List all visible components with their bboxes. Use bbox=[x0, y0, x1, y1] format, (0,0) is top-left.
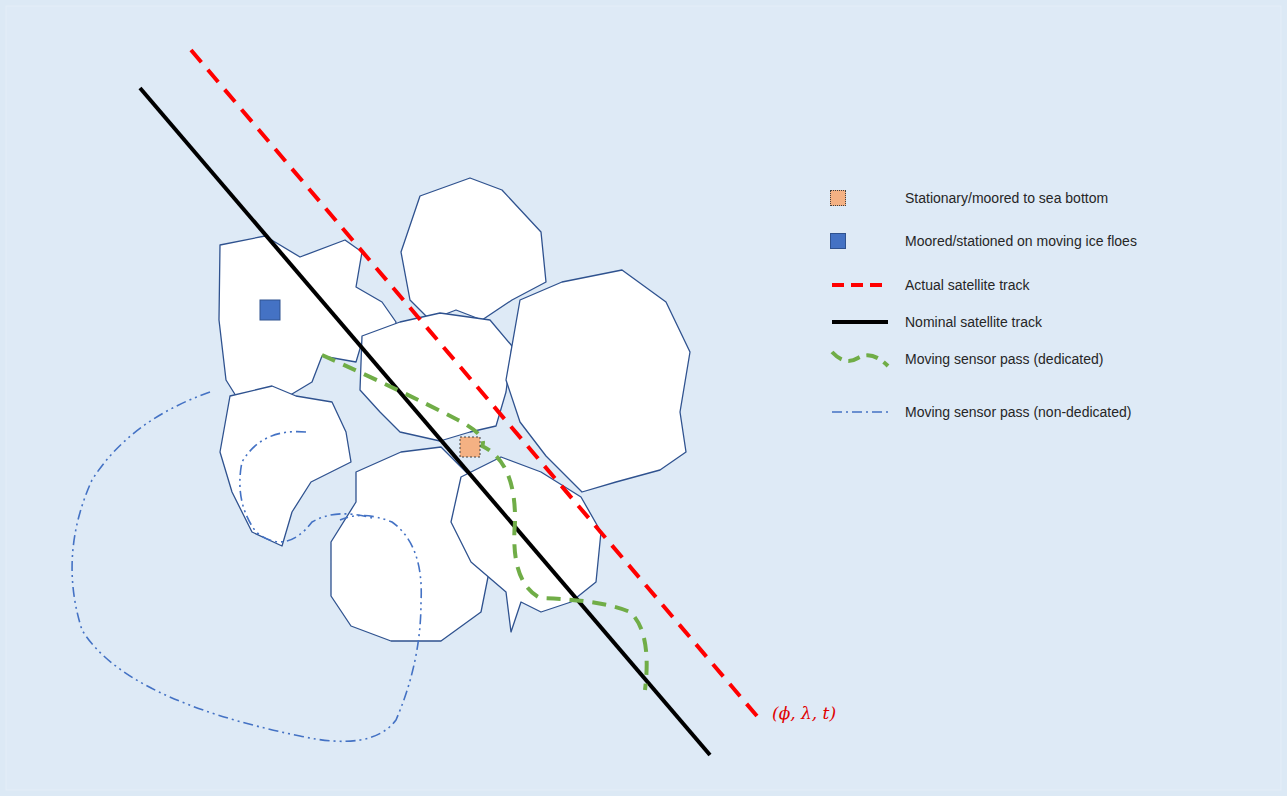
legend-text: Moving sensor pass (non-dedicated) bbox=[905, 403, 1131, 421]
legend-text: Stationary/moored to sea bottom bbox=[905, 189, 1108, 207]
legend-text: Moving sensor pass (dedicated) bbox=[905, 350, 1103, 368]
legend-text: Nominal satellite track bbox=[905, 313, 1042, 331]
legend-text: Actual satellite track bbox=[905, 276, 1030, 294]
legend-swatch bbox=[830, 233, 846, 249]
legend-text: Moored/stationed on moving ice floes bbox=[905, 232, 1137, 250]
legend-swatch bbox=[830, 190, 846, 206]
coordinate-label: (ϕ, λ, t) bbox=[772, 702, 836, 724]
